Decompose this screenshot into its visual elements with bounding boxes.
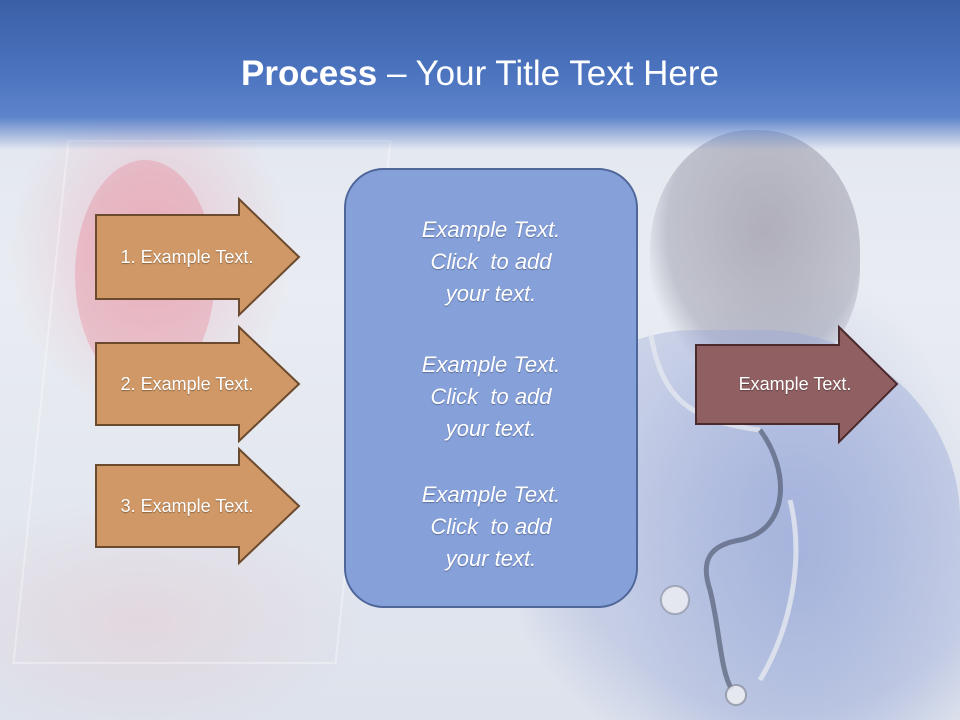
arrow-shape [95, 324, 301, 444]
title-rest: Your Title Text Here [415, 54, 720, 93]
step-arrow-2[interactable]: 2. Example Text. [95, 324, 301, 444]
center-text-block-1: Example Text. Click to add your text. [346, 214, 636, 310]
arrow-shape [95, 446, 301, 566]
step-label-3: 3. Example Text. [120, 495, 254, 516]
block-line: Click to add [430, 384, 552, 409]
output-arrow[interactable]: Example Text. [695, 324, 899, 445]
block-line: Example Text. [421, 352, 561, 377]
arrow-shape [695, 324, 899, 445]
step-arrow-3[interactable]: 3. Example Text. [95, 446, 301, 566]
block-line: Click to add [430, 514, 552, 539]
block-line: Click to add [430, 249, 552, 274]
center-text-block-2: Example Text. Click to add your text. [346, 349, 636, 445]
center-text-box[interactable]: Example Text. Click to add your text. Ex… [344, 168, 638, 608]
block-line: Example Text. [421, 482, 561, 507]
block-line: your text. [445, 416, 537, 441]
step-label-1: 1. Example Text. [120, 246, 254, 267]
title-separator: – [377, 54, 416, 93]
block-line: your text. [445, 546, 537, 571]
slide-title[interactable]: Process – Your Title Text Here [0, 52, 960, 96]
step-label-2: 2. Example Text. [120, 373, 254, 394]
block-line: your text. [445, 281, 537, 306]
output-label: Example Text. [738, 373, 852, 394]
title-bold: Process [241, 54, 378, 93]
center-text-block-3: Example Text. Click to add your text. [346, 479, 636, 575]
block-line: Example Text. [421, 217, 561, 242]
stethoscope-icon [640, 330, 840, 720]
title-band [0, 0, 960, 150]
step-arrow-1[interactable]: 1. Example Text. [95, 196, 301, 318]
arrow-shape [95, 196, 301, 318]
